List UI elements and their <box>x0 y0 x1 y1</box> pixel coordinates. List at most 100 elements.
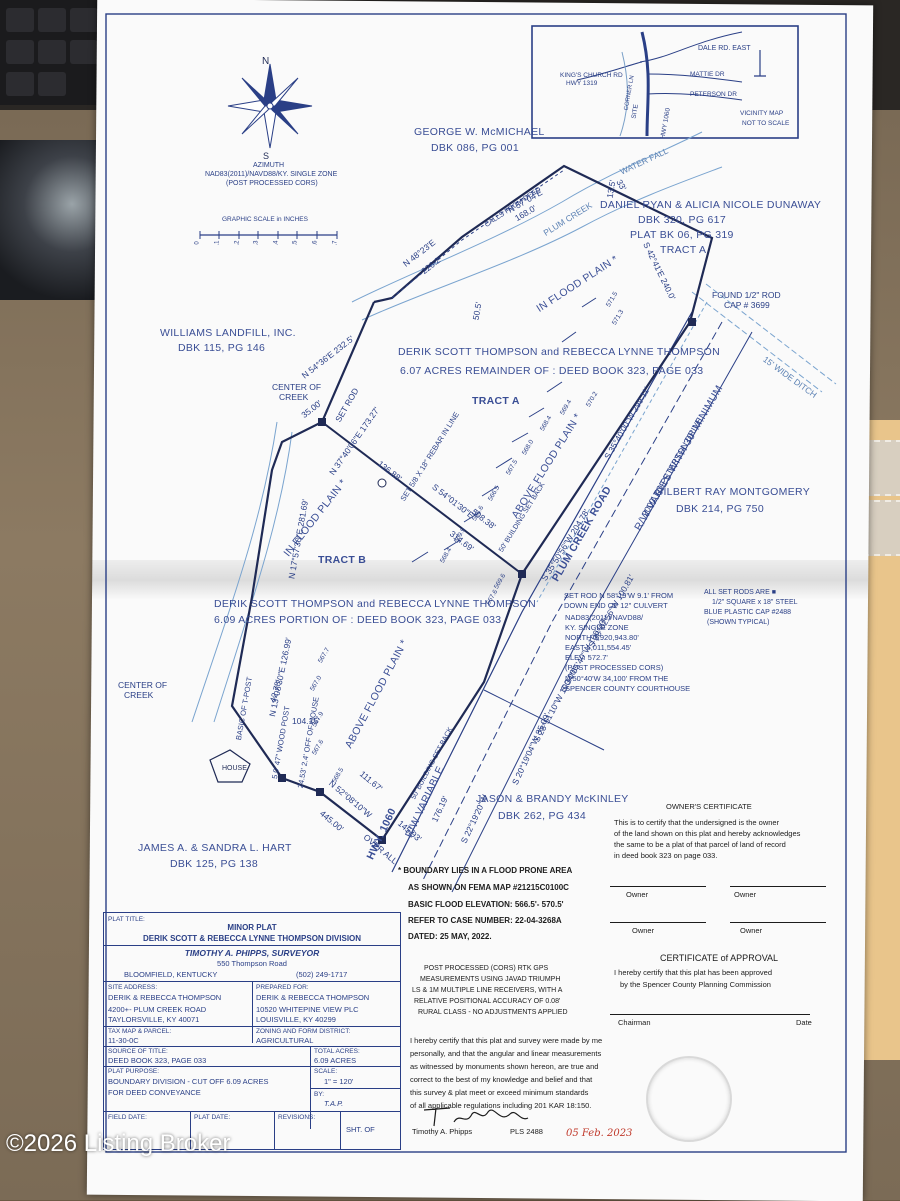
vicinity-road-label: HWY 1319 <box>566 80 598 87</box>
owner-cert-text: This is to certify that the undersigned … <box>614 818 780 827</box>
scale-tick: .1 <box>214 240 221 246</box>
vicinity-road-label: PETERSON DR <box>690 91 737 98</box>
control-note: KY. SINGLE ZONE <box>565 623 629 632</box>
prepared-for-address: 10520 WHITEPINE VIEW PLC <box>256 1005 359 1014</box>
plum-creek-lines <box>191 131 837 723</box>
tb-label: REVISIONS: <box>278 1114 316 1121</box>
owner-landfill-dbk: DBK 115, PG 146 <box>178 342 266 354</box>
tract-b-desc: 6.09 ACRES PORTION OF : DEED BOOK 323, P… <box>214 614 502 626</box>
owner-hart: JAMES A. & SANDRA L. HART <box>138 842 292 854</box>
approval-title: CERTIFICATE of APPROVAL <box>660 953 779 963</box>
flood-note: REFER TO CASE NUMBER: 22-04-3268A <box>408 916 562 925</box>
site-address: 4200+- PLUM CREEK ROAD <box>108 1005 207 1014</box>
control-elev: ELEV. 572.7' <box>565 653 608 662</box>
found-rod-label: FOUND 1/2" ROD <box>712 290 781 300</box>
chairman-signature-line <box>610 1014 810 1015</box>
tb-label: PREPARED FOR: <box>256 984 309 991</box>
tb-label: BY: <box>314 1091 325 1098</box>
south-letter: S <box>263 151 270 161</box>
surveyor-city: BLOOMFIELD, KENTUCKY <box>124 970 218 979</box>
signature-date: 05 Feb. 2023 <box>566 1128 633 1139</box>
vicinity-north-arrow <box>754 50 766 77</box>
tb-label: TAX MAP & PARCEL: <box>108 1028 172 1035</box>
keyboard <box>0 0 110 105</box>
owner-montgomery-dbk: DBK 214, PG 750 <box>676 503 764 515</box>
set-rods-note: ALL SET RODS ARE ■ <box>704 589 776 596</box>
control-note: SPENCER COUNTY COURTHOUSE <box>565 684 691 693</box>
scale-tick: .6 <box>312 240 319 246</box>
vicinity-road-label: KING'S CHURCH RD <box>560 72 623 79</box>
tb-label: SCALE: <box>314 1068 338 1075</box>
distance-label: 104.15' <box>292 716 320 726</box>
vicinity-road-dale <box>639 31 743 63</box>
surveyor-phone: (502) 249-1717 <box>296 970 348 979</box>
control-note: (POST PROCESSED CORS) <box>565 663 664 672</box>
owner-cert-text: in deed book 323 on page 033. <box>614 851 718 860</box>
surveyor-signature <box>423 1107 529 1127</box>
survey-cert-text: correct to the best of my knowledge and … <box>410 1075 593 1084</box>
azimuth-label: AZIMUTH <box>253 162 285 169</box>
tb-label: SOURCE OF TITLE: <box>108 1048 168 1055</box>
scale-tick: .5 <box>292 240 299 246</box>
survey-cert-text: this survey & plat meet or exceed minimu… <box>410 1088 589 1097</box>
datum-label: NAD83(2011)/NAVD88/KY. SINGLE ZONE <box>205 171 338 178</box>
center-of-creek-label: CREEK <box>279 392 309 402</box>
signature-line <box>730 922 826 923</box>
tb-label: TOTAL ACRES: <box>314 1048 360 1055</box>
house-label: HOUSE <box>222 765 247 772</box>
surveyor-name: Timothy A. Phipps <box>412 1127 473 1136</box>
tract-b-owner: DERIK SCOTT THOMPSON and REBECCA LYNNE T… <box>214 598 536 610</box>
owner-mcmichael: GEORGE W. McMICHAEL <box>414 126 545 138</box>
vicinity-map-box <box>531 25 799 139</box>
approval-text: by the Spencer County Planning Commissio… <box>620 980 771 989</box>
owner-dunaway-tract: TRACT A <box>660 244 707 256</box>
control-note: DOWN END OF 12" CULVERT <box>564 601 668 610</box>
approval-text: I hereby certify that this plat has been… <box>614 968 773 977</box>
prepared-for-name: DERIK & REBECCA THOMPSON <box>256 993 370 1002</box>
found-cap-label: CAP # 3699 <box>724 300 770 310</box>
road-lines <box>391 301 753 893</box>
control-note: SET ROD N 58°19'W 9.1' FROM <box>564 591 674 600</box>
surveyor-name-title: TIMOTHY A. PHIPPS, SURVEYOR <box>184 948 320 958</box>
owner-dunaway-plat: PLAT BK 06, PG 319 <box>630 229 734 241</box>
control-note: N 50°40'W 34,100' FROM THE <box>565 674 669 683</box>
owner-signature-label: Owner <box>734 890 757 899</box>
scale-tick: .2 <box>234 240 241 246</box>
signature-line <box>610 886 706 887</box>
paper-fold <box>92 560 868 600</box>
flood-note: * BOUNDARY LIES IN A FLOOD PRONE AREA <box>398 866 573 875</box>
control-east: EAST 5,011,554.45' <box>565 643 632 652</box>
source-of-title: DEED BOOK 323, PAGE 033 <box>108 1056 207 1065</box>
set-rod-markers <box>278 318 696 844</box>
scale-tick: 0 <box>194 241 201 245</box>
tract-division-line <box>321 421 523 575</box>
tract-a-desc: 6.07 ACRES REMAINDER OF : DEED BOOK 323,… <box>400 365 704 377</box>
plat-purpose: BOUNDARY DIVISION - CUT OFF 6.09 ACRES <box>108 1077 269 1086</box>
site-city: TAYLORSVILLE, KY 40071 <box>108 1015 200 1024</box>
drawing-border <box>105 13 847 1153</box>
center-of-creek-label: CREEK <box>124 690 154 700</box>
vicinity-road-hwy1060 <box>640 31 650 137</box>
vicinity-road-label: DALE RD. EAST <box>698 45 751 52</box>
tract-b-label: TRACT B <box>318 554 367 566</box>
vicinity-caption: NOT TO SCALE <box>742 120 790 127</box>
tb-label: ZONING AND FORM DISTRICT: <box>256 1028 351 1035</box>
title-block: PLAT TITLE: MINOR PLAT DERIK SCOTT & REB… <box>103 912 401 1150</box>
plat-title: DERIK SCOTT & REBECCA LYNNE THOMPSON DIV… <box>142 934 362 943</box>
graphic-scale-title: GRAPHIC SCALE in INCHES <box>222 216 308 223</box>
survey-cert-text: I hereby certify that this plat and surv… <box>410 1036 603 1045</box>
scale-tick: .4 <box>273 240 280 246</box>
survey-cert-text: personally, and that the angular and lin… <box>410 1049 602 1058</box>
owner-signature-label: Owner <box>740 926 763 935</box>
signature-line <box>730 886 826 887</box>
tb-label: PLAT DATE: <box>194 1114 231 1121</box>
set-rods-note: 1/2" SQUARE x 18" STEEL <box>712 599 798 606</box>
plat-drawing <box>105 13 847 1153</box>
plat-scale: 1" = 120' <box>324 1077 354 1086</box>
set-rods-note: BLUE PLASTIC CAP #2488 <box>704 609 792 616</box>
house-icon <box>209 749 251 783</box>
north-arrow-icon <box>227 63 313 149</box>
survey-cert-text: as witnessed by monuments shown hereon, … <box>410 1062 599 1071</box>
tb-label: PLAT TITLE: <box>108 916 145 923</box>
scale-tick: .3 <box>253 240 260 246</box>
